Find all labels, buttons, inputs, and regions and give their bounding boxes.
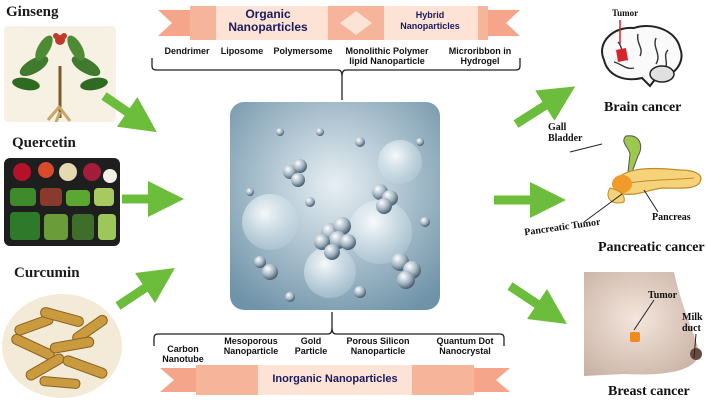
inorganic-item-quantum-dot: Quantum Dot Nanocrystal xyxy=(436,336,494,356)
organic-item-polymersome: Polymersome xyxy=(273,46,333,56)
quercetin-image xyxy=(4,158,120,246)
brain-tumor-label: Tumor xyxy=(612,8,639,18)
ginseng-label: Ginseng xyxy=(6,4,59,20)
inorganic-item-mesoporous: Mesoporous Nanoparticle xyxy=(223,336,279,356)
organic-item-monolithic: Monolithic Polymer lipid Nanoparticle xyxy=(345,46,429,66)
brain-cancer-label: Brain cancer xyxy=(604,100,682,115)
breast-tumor-pointer xyxy=(633,299,655,331)
inorganic-item-gold: Gold Particle xyxy=(294,336,328,356)
nanoparticle-image xyxy=(230,102,440,310)
breast-tumor-label: Tumor xyxy=(648,290,678,301)
breast-image xyxy=(584,272,706,378)
arrow-ginseng xyxy=(101,92,157,133)
brain-tumor-pointer xyxy=(619,20,621,44)
breast-cancer-label: Breast cancer xyxy=(608,384,690,399)
milk-duct-label: Milk duct xyxy=(682,312,703,334)
curcumin-label: Curcumin xyxy=(14,265,80,281)
gall-bladder-label: Gall Bladder xyxy=(548,122,583,144)
pancreatic-tumor-pointer xyxy=(583,193,623,223)
arrow-curcumin xyxy=(115,268,175,310)
organic-item-microribbon: Microribbon in Hydrogel xyxy=(448,46,512,66)
hybrid-title: Hybrid Nanoparticles xyxy=(400,10,460,31)
inorganic-item-porous-silicon: Porous Silicon Nanoparticle xyxy=(346,336,410,356)
brain-image xyxy=(590,20,690,92)
ginseng-image xyxy=(4,26,116,123)
arrow-brain xyxy=(513,86,576,128)
brain-illustration xyxy=(601,25,683,88)
pancreas-label: Pancreas xyxy=(652,212,691,223)
organic-ribbon-shape xyxy=(158,6,520,40)
milk-duct-pointer xyxy=(693,333,697,359)
ginseng-illustration xyxy=(4,26,116,123)
organic-banner xyxy=(158,2,520,44)
breast-illustration xyxy=(584,272,706,378)
inorganic-banner xyxy=(160,364,510,396)
pancreas-pointer xyxy=(643,189,659,213)
organic-item-dendrimer: Dendrimer xyxy=(164,46,210,56)
curcumin-illustration xyxy=(2,294,122,398)
pancreatic-cancer-label: Pancreatic cancer xyxy=(598,240,705,255)
quercetin-illustration xyxy=(4,158,120,246)
arrow-breast xyxy=(507,282,567,324)
inorganic-item-carbon: Carbon Nanotube xyxy=(162,344,204,364)
organic-title: Organic Nanoparticles xyxy=(228,7,308,34)
organic-item-liposome: Liposome xyxy=(220,46,264,56)
inorganic-ribbon-shape xyxy=(160,365,510,395)
pancreas-image xyxy=(590,132,706,212)
pancreas-illustration xyxy=(607,135,702,204)
inorganic-title: Inorganic Nanoparticles xyxy=(272,373,398,385)
gall-bladder-pointer xyxy=(569,143,603,153)
quercetin-label: Quercetin xyxy=(12,135,76,151)
curcumin-image xyxy=(0,290,124,400)
nanoparticle-illustration xyxy=(230,102,440,310)
